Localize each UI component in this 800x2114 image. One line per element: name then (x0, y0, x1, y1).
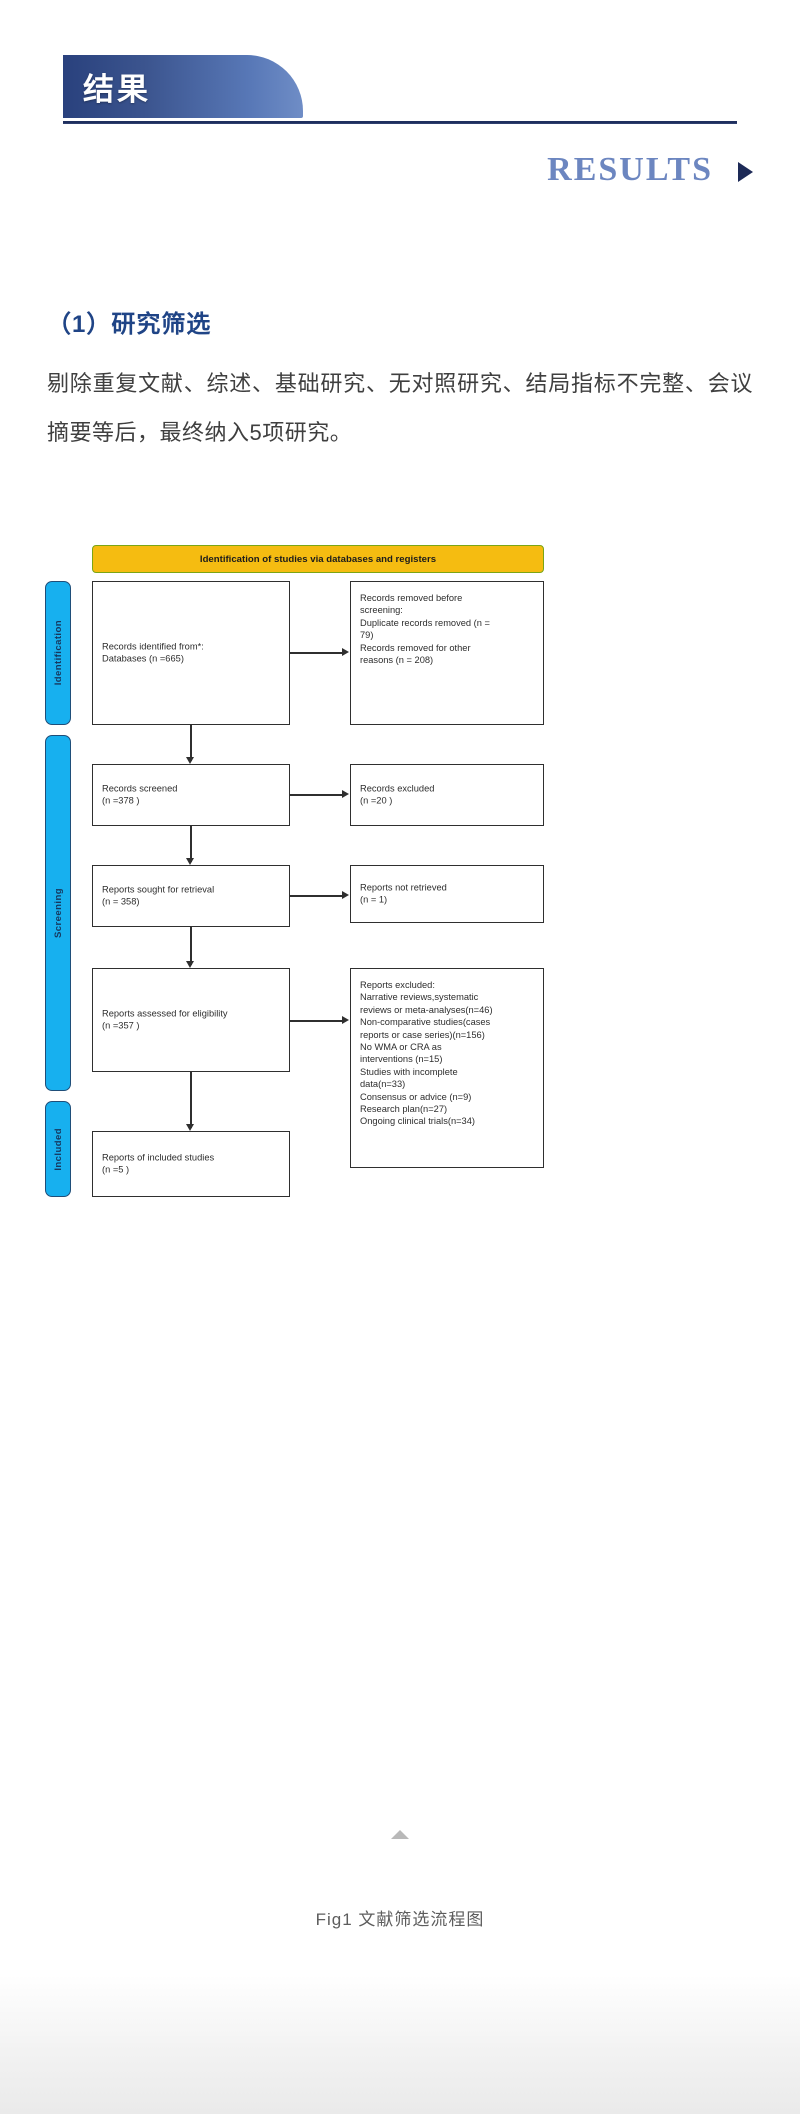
box-records-excluded-text: Records excluded (n =20 ) (360, 783, 435, 806)
sidebar-tab-included: Included (45, 1101, 71, 1197)
connector-v-1 (190, 725, 192, 761)
arrow-right-row4 (342, 1016, 349, 1024)
header-banner: 结果 (0, 0, 800, 124)
banner-divider (63, 121, 737, 124)
box-reports-excluded-text: Reports excluded: Narrative reviews,syst… (360, 980, 493, 1127)
sidebar-label-identification: Identification (52, 620, 64, 686)
section-paragraph: 剔除重复文献、综述、基础研究、无对照研究、结局指标不完整、会议摘要等后，最终纳入… (47, 371, 753, 445)
connector-h-row1 (290, 652, 342, 654)
connector-h-row4 (290, 1020, 342, 1022)
banner-shape: 结果 (63, 55, 303, 118)
box-records-removed-text: Records removed before screening: Duplic… (360, 593, 490, 666)
box-reports-sought-text: Reports sought for retrieval (n = 358) (102, 884, 215, 907)
sidebar-tab-screening: Screening (45, 735, 71, 1091)
box-reports-excluded: Reports excluded: Narrative reviews,syst… (350, 968, 544, 1168)
collapse-up-icon[interactable] (391, 1830, 409, 1839)
box-reports-included: Reports of included studies (n =5 ) (92, 1131, 290, 1197)
results-label: RESULTS (547, 151, 713, 188)
box-reports-assessed: Reports assessed for eligibility (n =357… (92, 968, 290, 1072)
box-records-identified-text: Records identified from*: Databases (n =… (102, 641, 204, 664)
connector-v-4 (190, 1072, 192, 1128)
figure-caption: Fig1 文献筛选流程图 (315, 1910, 485, 1929)
connector-h-row2 (290, 794, 342, 796)
section-heading: （1）研究筛选 (47, 311, 212, 338)
box-records-removed-before-screening: Records removed before screening: Duplic… (350, 581, 544, 725)
arrow-down-3 (186, 961, 194, 968)
prisma-diagram: Identification of studies via databases … (42, 545, 562, 1245)
box-reports-included-text: Reports of included studies (n =5 ) (102, 1152, 215, 1175)
connector-v-3 (190, 927, 192, 965)
arrow-down-1 (186, 757, 194, 764)
connector-v-2 (190, 826, 192, 862)
arrow-right-row2 (342, 790, 349, 798)
prisma-header-bar: Identification of studies via databases … (92, 545, 544, 573)
arrow-down-2 (186, 858, 194, 865)
box-reports-assessed-text: Reports assessed for eligibility (n =357… (102, 1008, 228, 1031)
banner-title: 结果 (83, 72, 151, 107)
footer-gradient (0, 1975, 800, 2114)
results-heading-row: RESULTS (0, 151, 800, 189)
triangle-right-icon (738, 161, 753, 182)
box-reports-sought: Reports sought for retrieval (n = 358) (92, 865, 290, 927)
sidebar-label-screening: Screening (52, 888, 64, 938)
sidebar-label-included: Included (52, 1127, 64, 1171)
arrow-down-4 (186, 1124, 194, 1131)
box-records-screened: Records screened (n =378 ) (92, 764, 290, 826)
connector-h-row3 (290, 895, 342, 897)
box-records-screened-text: Records screened (n =378 ) (102, 783, 178, 806)
box-records-excluded: Records excluded (n =20 ) (350, 764, 544, 826)
arrow-right-row3 (342, 891, 349, 899)
arrow-right-row1 (342, 648, 349, 656)
prisma-figure: Identification of studies via databases … (0, 545, 800, 1375)
sidebar-tab-identification: Identification (45, 581, 71, 725)
box-records-identified: Records identified from*: Databases (n =… (92, 581, 290, 725)
box-reports-not-retrieved-text: Reports not retrieved (n = 1) (360, 882, 447, 905)
box-reports-not-retrieved: Reports not retrieved (n = 1) (350, 865, 544, 923)
